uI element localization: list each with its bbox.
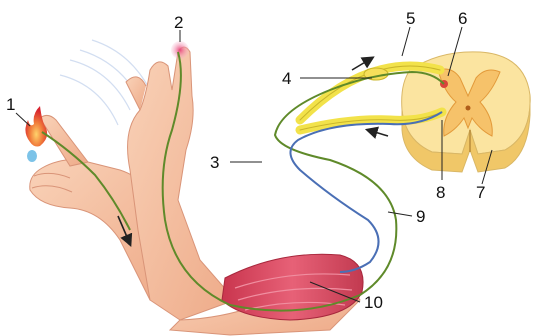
label-3: 3 — [210, 153, 219, 172]
label-9: 9 — [416, 207, 425, 226]
label-1: 1 — [6, 95, 15, 114]
label-2: 2 — [174, 13, 183, 32]
water-drop-icon — [27, 150, 37, 162]
label-10: 10 — [364, 293, 383, 312]
label-6: 6 — [458, 9, 467, 28]
label-8: 8 — [436, 183, 445, 202]
label-7: 7 — [476, 183, 485, 202]
label-4: 4 — [282, 69, 291, 88]
label-5: 5 — [406, 9, 415, 28]
